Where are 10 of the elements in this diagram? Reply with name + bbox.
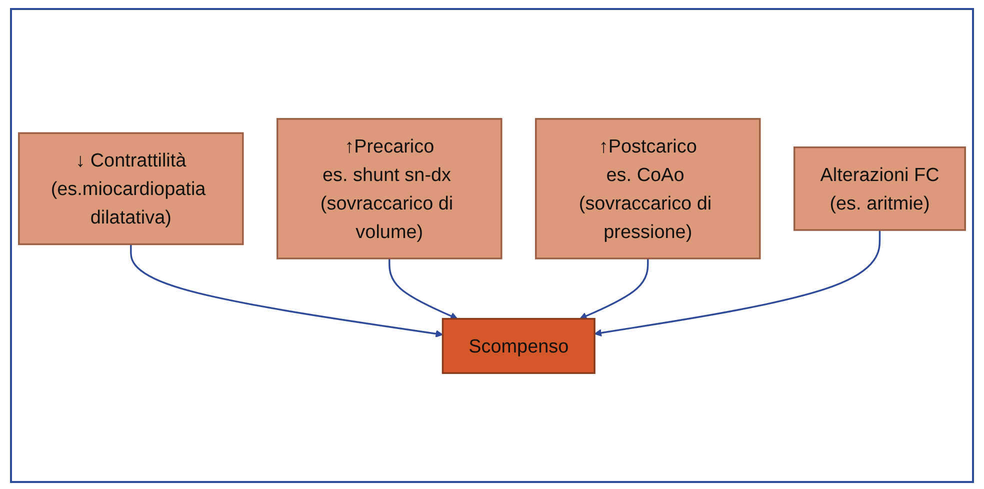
arrow [130, 244, 444, 337]
node-box [794, 146, 966, 230]
arrow [580, 258, 649, 319]
node-box [276, 118, 502, 259]
flowchart-drawing: ↓ Contrattilità (es.miocardiopatia dilatativa) ↑Precarico es. shunt sn-dx (sovraccarico di volume) Scompenso ↑Postcarico es. CoAo (sovraccarico di pressione) Alterazioni FC (es. aritmie) [12, 112, 972, 380]
node-box [442, 317, 596, 374]
arrow [388, 258, 458, 319]
node-box [18, 132, 244, 245]
node-box [535, 118, 761, 259]
arrow [594, 230, 881, 336]
